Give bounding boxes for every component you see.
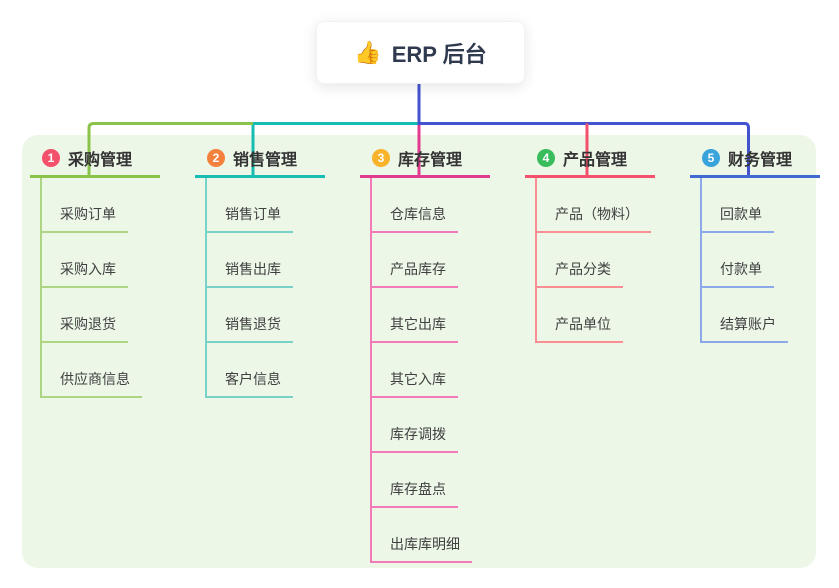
branch-number-badge: 3	[372, 148, 390, 167]
branch-children: 回款单付款单结算账户	[700, 178, 820, 343]
branch-label: 财务管理	[728, 151, 793, 169]
branch-header-3[interactable]: 3 库存管理	[360, 140, 490, 178]
child-node[interactable]: 产品单位	[537, 288, 623, 343]
child-node[interactable]: 其它出库	[372, 288, 458, 343]
child-node[interactable]: 产品分类	[537, 233, 623, 288]
child-node[interactable]: 产品（物料）	[537, 178, 651, 233]
branch-1: 1 采购管理采购订单采购入库采购退货供应商信息	[30, 140, 160, 398]
child-node[interactable]: 库存盘点	[372, 453, 458, 508]
child-node[interactable]: 采购订单	[42, 178, 128, 233]
branch-header-4[interactable]: 4 产品管理	[525, 140, 655, 178]
branch-5: 5 财务管理回款单付款单结算账户	[690, 140, 820, 343]
branch-2: 2 销售管理销售订单销售出库销售退货客户信息	[195, 140, 325, 398]
branch-header-5[interactable]: 5 财务管理	[690, 140, 820, 178]
child-node[interactable]: 销售退货	[207, 288, 293, 343]
child-node[interactable]: 销售订单	[207, 178, 293, 233]
child-node[interactable]: 采购退货	[42, 288, 128, 343]
child-node[interactable]: 仓库信息	[372, 178, 458, 233]
branch-label: 销售管理	[233, 151, 298, 169]
branch-children: 仓库信息产品库存其它出库其它入库库存调拨库存盘点出库库明细	[370, 178, 490, 563]
branch-label: 采购管理	[68, 151, 133, 169]
branch-number-badge: 1	[42, 148, 60, 167]
child-node[interactable]: 出库库明细	[372, 508, 472, 563]
child-node[interactable]: 付款单	[702, 233, 774, 288]
child-node[interactable]: 客户信息	[207, 343, 293, 398]
branch-header-1[interactable]: 1 采购管理	[30, 140, 160, 178]
branch-4: 4 产品管理产品（物料）产品分类产品单位	[525, 140, 655, 343]
child-node[interactable]: 其它入库	[372, 343, 458, 398]
branch-children: 采购订单采购入库采购退货供应商信息	[40, 178, 160, 398]
branch-3: 3 库存管理仓库信息产品库存其它出库其它入库库存调拨库存盘点出库库明细	[360, 140, 490, 563]
child-node[interactable]: 产品库存	[372, 233, 458, 288]
child-node[interactable]: 销售出库	[207, 233, 293, 288]
branch-number-badge: 5	[702, 148, 720, 167]
root-node-label: ERP 后台	[391, 41, 487, 67]
child-node[interactable]: 结算账户	[702, 288, 788, 343]
branch-children: 产品（物料）产品分类产品单位	[535, 178, 655, 343]
thumbs-up-icon: 👍	[354, 39, 382, 65]
branch-label: 库存管理	[398, 151, 463, 169]
branch-number-badge: 2	[207, 148, 225, 167]
branch-label: 产品管理	[563, 151, 628, 169]
branch-number-badge: 4	[537, 148, 555, 167]
child-node[interactable]: 采购入库	[42, 233, 128, 288]
child-node[interactable]: 回款单	[702, 178, 774, 233]
mindmap-panel	[22, 135, 816, 568]
root-node[interactable]: 👍 ERP 后台	[316, 21, 525, 84]
branch-children: 销售订单销售出库销售退货客户信息	[205, 178, 325, 398]
child-node[interactable]: 库存调拨	[372, 398, 458, 453]
child-node[interactable]: 供应商信息	[42, 343, 142, 398]
branch-header-2[interactable]: 2 销售管理	[195, 140, 325, 178]
